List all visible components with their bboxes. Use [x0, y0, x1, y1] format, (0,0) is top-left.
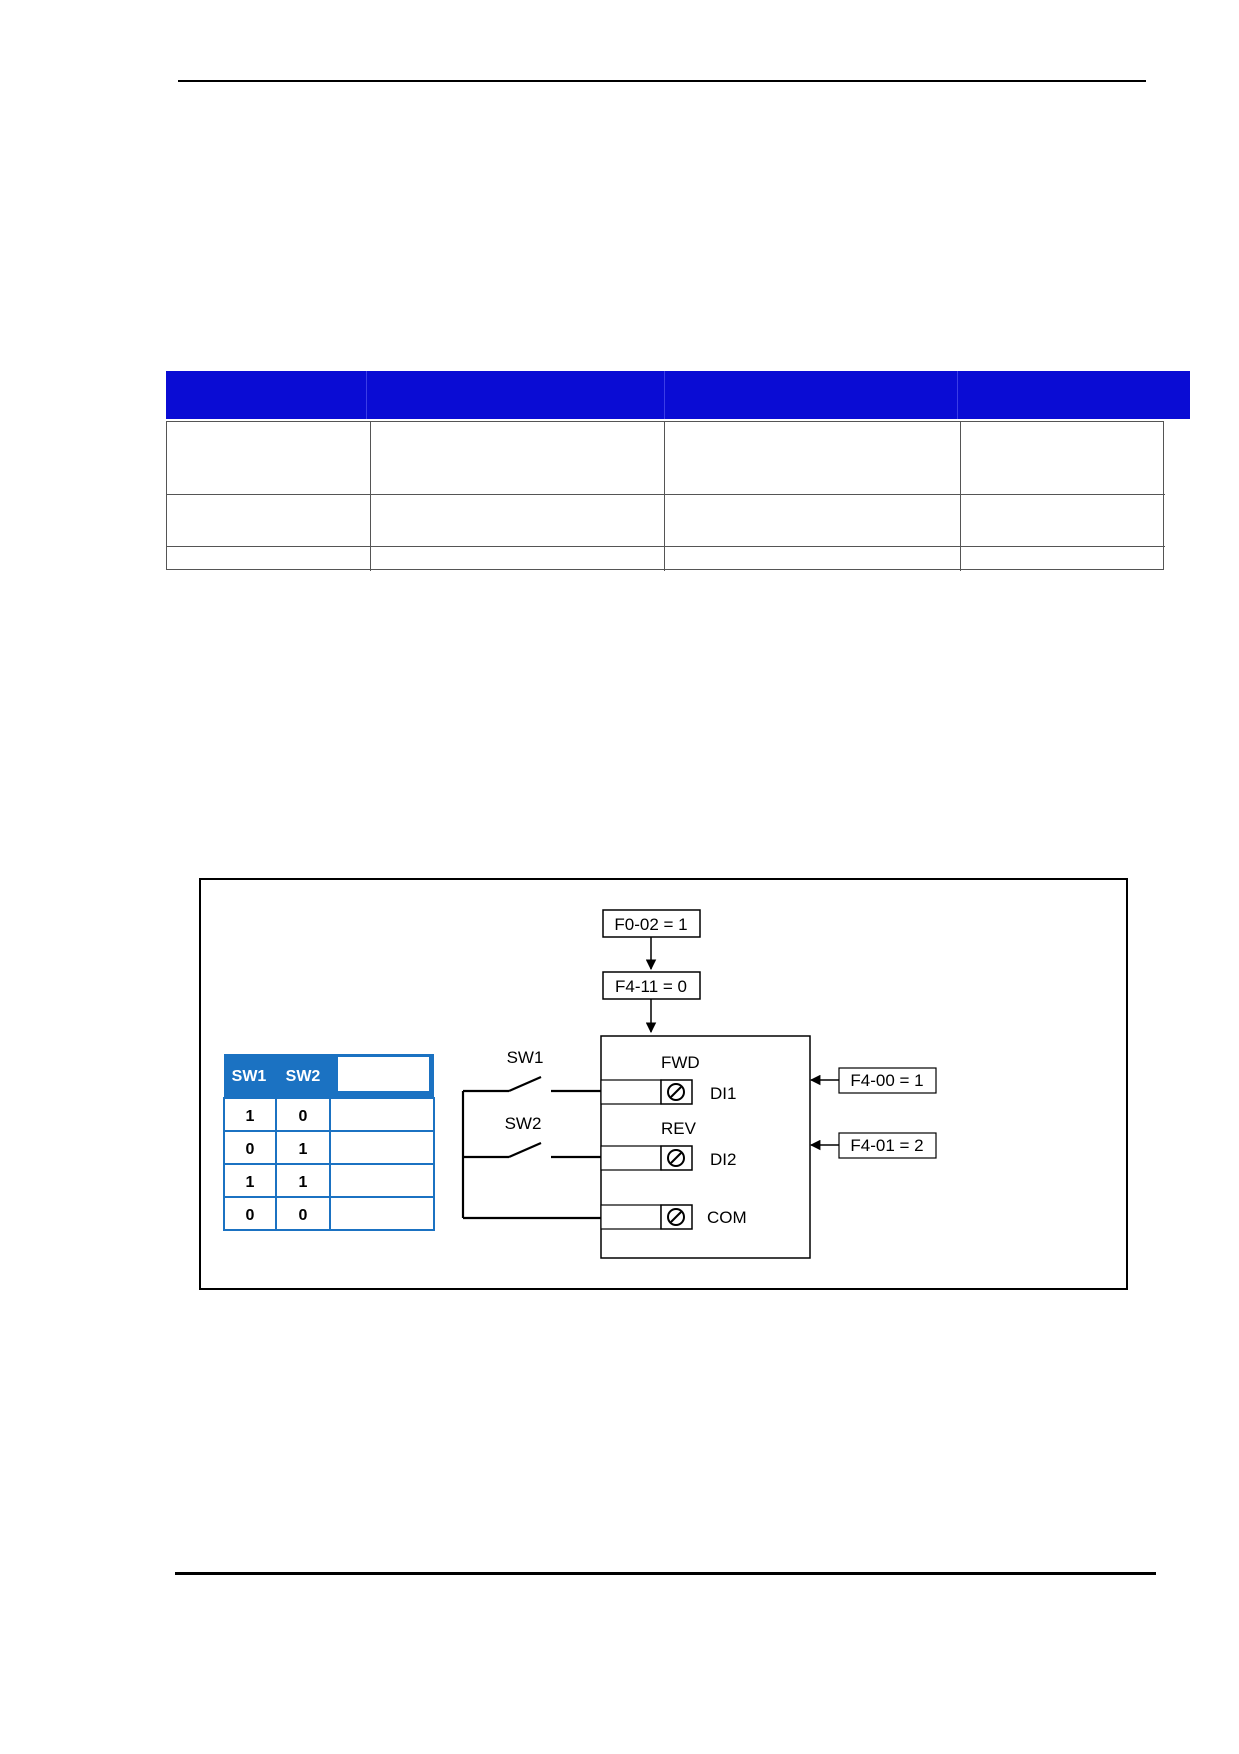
table-header-divider	[366, 371, 367, 419]
table-header-divider	[664, 371, 665, 419]
truth-table-cell: 1	[299, 1141, 308, 1158]
table-column-divider	[370, 422, 371, 571]
truth-table-cell: 0	[246, 1141, 255, 1158]
diagram-svg: F0-02 = 1 F4-11 = 0 FWD REV DI1 DI2	[223, 909, 937, 1259]
table-column-divider	[960, 422, 961, 571]
switch-sw2-label: SW2	[505, 1114, 542, 1133]
switch-sw1-label: SW1	[507, 1048, 544, 1067]
table-header-row	[166, 371, 1190, 419]
truth-table-cell: 1	[246, 1108, 255, 1125]
terminal-rev-label: REV	[661, 1119, 697, 1138]
param-box-f4-00: F4-00 = 1	[838, 1067, 937, 1094]
param-box-f4-01: F4-01 = 2	[838, 1132, 937, 1159]
truth-table-cell: 0	[246, 1207, 255, 1224]
terminal-di2-label: DI2	[710, 1150, 736, 1169]
terminal-fwd-label: FWD	[661, 1053, 700, 1072]
param-f4-00-label: F4-00 = 1	[850, 1071, 923, 1090]
param-f4-11-label: F4-11 = 0	[615, 977, 687, 996]
switch-truth-table: SW1 SW2 1 0 0 1 1 1 0 0	[223, 1054, 435, 1231]
table-row-divider	[167, 546, 1165, 547]
truth-table-cell: 0	[299, 1207, 308, 1224]
terminal-di2: DI2	[600, 1145, 736, 1171]
terminal-com: COM	[600, 1204, 747, 1230]
table-body	[166, 421, 1165, 571]
table-column-divider	[664, 422, 665, 571]
table-row-divider	[167, 494, 1165, 495]
truth-table-cell: 0	[299, 1108, 308, 1125]
diagram-frame	[199, 878, 1128, 1290]
footer-rule	[175, 1572, 1156, 1575]
truth-table-cell: 1	[299, 1174, 308, 1191]
terminal-di1-label: DI1	[710, 1084, 736, 1103]
truth-table-cell: 1	[246, 1174, 255, 1191]
header-rule	[178, 80, 1146, 82]
terminal-di1: DI1	[600, 1079, 736, 1105]
param-f4-01-label: F4-01 = 2	[850, 1136, 923, 1155]
truth-table-header-sw1: SW1	[232, 1068, 267, 1085]
truth-table-header-sw2: SW2	[286, 1068, 321, 1085]
terminal-com-label: COM	[707, 1208, 747, 1227]
param-f0-02-label: F0-02 = 1	[614, 915, 687, 934]
param-box-f4-11: F4-11 = 0	[602, 971, 701, 1000]
table-header-divider	[957, 371, 958, 419]
wiring-diagram: F0-02 = 1 F4-11 = 0 FWD REV DI1 DI2	[199, 878, 1128, 1290]
switch-wiring	[461, 1075, 601, 1220]
param-box-f0-02: F0-02 = 1	[602, 909, 701, 938]
